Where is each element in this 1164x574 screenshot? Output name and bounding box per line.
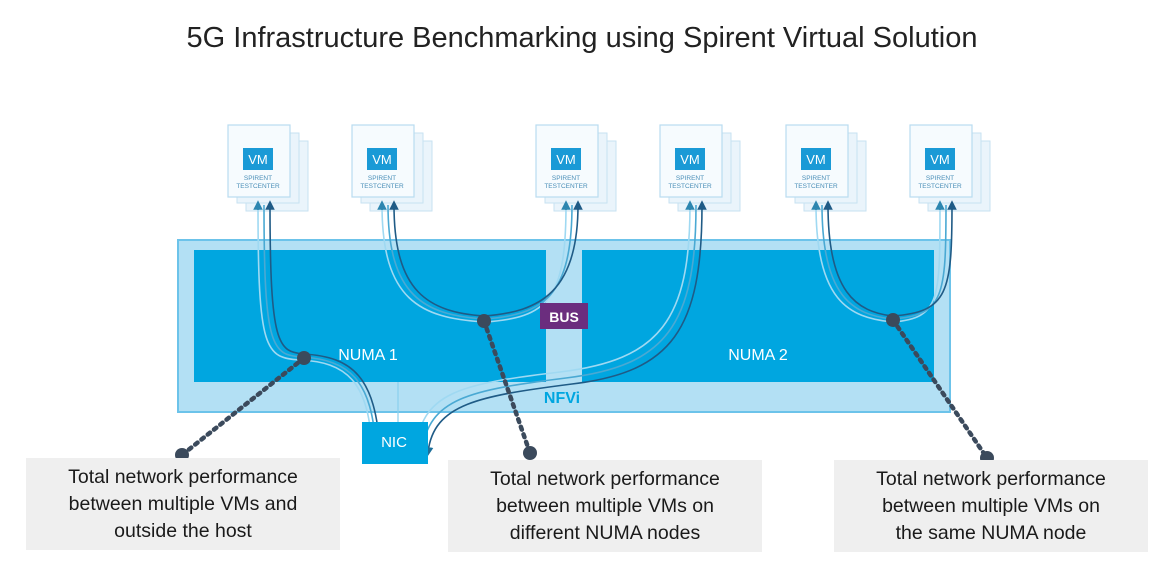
bus-label: BUS xyxy=(549,309,579,325)
vm-badge-label: VM xyxy=(556,152,576,167)
vm-badge xyxy=(675,148,705,170)
vm-badge-label: VM xyxy=(248,152,268,167)
vm-badge xyxy=(801,148,831,170)
nfvi-label: NFVi xyxy=(544,390,580,407)
vm-vendor-label: SPIRENT xyxy=(926,175,954,182)
caption-same-numa: Total network performance between multip… xyxy=(834,460,1148,552)
caption-outside-host: Total network performance between multip… xyxy=(26,458,340,550)
vm-badge xyxy=(243,148,273,170)
caption-line: between multiple VMs on xyxy=(496,494,714,517)
callout-dot-bus xyxy=(477,314,491,328)
vm-badge-label: VM xyxy=(680,152,700,167)
caption-line: Total network performance xyxy=(490,467,720,490)
vm-product-label: TESTCENTER xyxy=(794,183,838,190)
vm-badge-label: VM xyxy=(372,152,392,167)
vm-product-label: TESTCENTER xyxy=(544,183,588,190)
callout-dot-numa2 xyxy=(886,313,900,327)
caption-line: outside the host xyxy=(114,519,252,542)
caption-line: different NUMA nodes xyxy=(509,521,701,544)
caption-line: between multiple VMs and xyxy=(68,492,298,515)
vm-badge xyxy=(367,148,397,170)
vm-vendor-label: SPIRENT xyxy=(552,175,580,182)
caption-line: Total network performance xyxy=(876,467,1106,490)
numa2-label: NUMA 2 xyxy=(728,347,788,364)
numa1-label: NUMA 1 xyxy=(338,347,398,364)
caption-different-numa: Total network performance between multip… xyxy=(448,460,762,552)
vm-badge-label: VM xyxy=(806,152,826,167)
flow-vm4-nic xyxy=(415,200,707,457)
vm-vendor-label: SPIRENT xyxy=(244,175,272,182)
vm-vendor-label: SPIRENT xyxy=(676,175,704,182)
caption-line: the same NUMA node xyxy=(895,521,1087,544)
nic-label: NIC xyxy=(381,434,407,451)
bus-box xyxy=(540,303,588,329)
vm-product-label: TESTCENTER xyxy=(360,183,404,190)
callout-dot-nic xyxy=(297,351,311,365)
vm-product-label: TESTCENTER xyxy=(236,183,280,190)
nic-box xyxy=(362,422,428,464)
callout-dots xyxy=(175,313,994,465)
vm-vendor-label: SPIRENT xyxy=(368,175,396,182)
vm-badge xyxy=(925,148,955,170)
diagram-title: 5G Infrastructure Benchmarking using Spi… xyxy=(186,22,978,54)
caption-line: Total network performance xyxy=(68,465,298,488)
caption-line: between multiple VMs on xyxy=(882,494,1100,517)
vm-badge-label: VM xyxy=(930,152,950,167)
callout-dot-caption2 xyxy=(523,446,537,460)
vm-product-label: TESTCENTER xyxy=(668,183,712,190)
vm-badge xyxy=(551,148,581,170)
vm-vendor-label: SPIRENT xyxy=(802,175,830,182)
vm-product-label: TESTCENTER xyxy=(918,183,962,190)
callout-lines xyxy=(179,317,990,461)
